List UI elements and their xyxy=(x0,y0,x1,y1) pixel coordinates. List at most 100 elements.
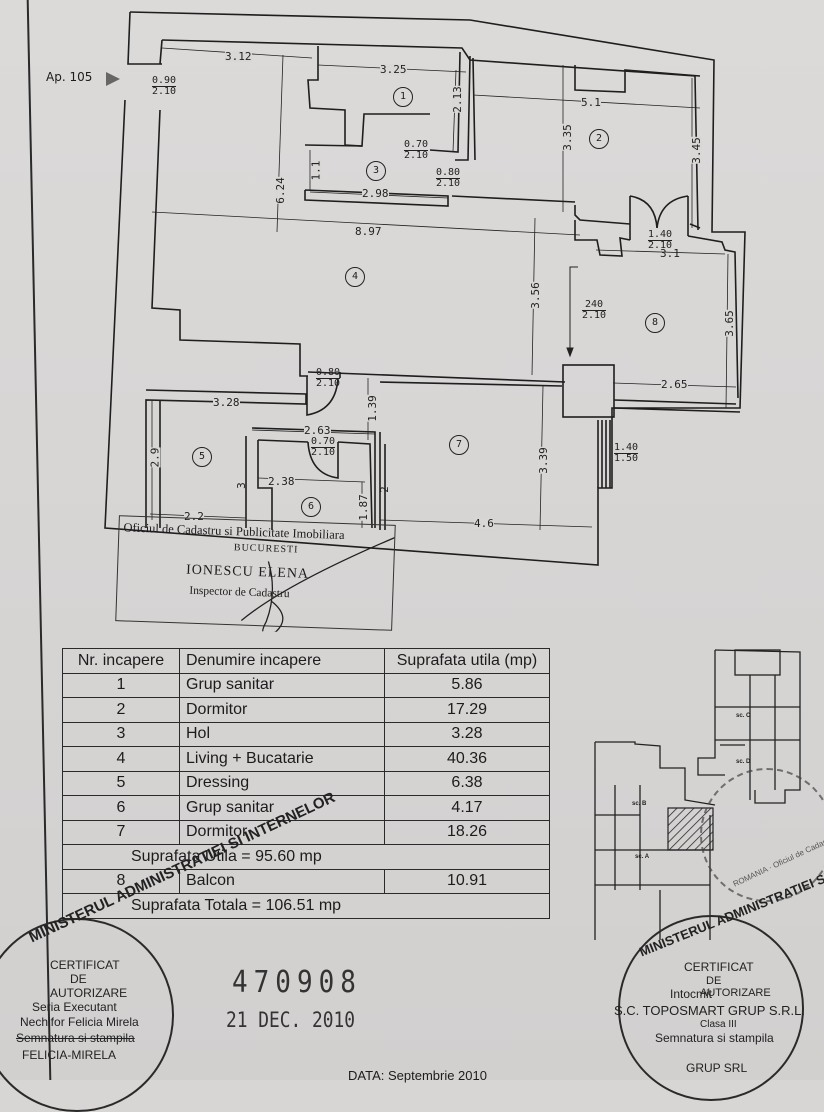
room-area: 4.17 xyxy=(384,795,550,821)
room-name: Grup sanitar xyxy=(179,672,385,698)
dim-label: 3.28 xyxy=(213,396,240,409)
stamp-text: AUTORIZARE xyxy=(700,987,771,999)
dim-label: 2.13 xyxy=(450,86,464,113)
dim-label: 3.56 xyxy=(528,282,542,309)
cadastre-stamp: Oficiul de Cadastru si Publicitate Imobi… xyxy=(115,515,396,636)
room-number-3: 3 xyxy=(366,161,386,181)
table-row: 1 Grup sanitar 5.86 xyxy=(62,672,550,698)
dim-label: 2.65 xyxy=(661,378,688,391)
registration-number: 470908 xyxy=(232,965,362,1001)
room-number-7: 7 xyxy=(449,435,469,455)
cadastre-round-stamp: ROMANIA · Oficiul de Cadastru · BUCUREST… xyxy=(700,768,824,902)
opening-height: 1.50 xyxy=(614,453,639,464)
table-row: 7 Dormitor 18.26 xyxy=(62,819,550,845)
dim-label: 3.12 xyxy=(225,50,252,63)
room-number-8: 8 xyxy=(645,313,665,333)
dim-label: 5.1 xyxy=(581,96,601,109)
room-area: 10.91 xyxy=(384,868,550,894)
signature-icon xyxy=(240,530,395,636)
dim-label: 2.98 xyxy=(362,187,389,200)
dim-label: 2.9 xyxy=(148,447,162,468)
stamp-text: FELICIA-MIRELA xyxy=(22,1048,117,1062)
opening-height: 2.10 xyxy=(311,447,336,458)
dim-label: 1.87 xyxy=(356,494,370,521)
room-nr: 6 xyxy=(62,795,180,821)
dim-label: 2 xyxy=(377,486,391,493)
dim-label: 2.2 xyxy=(184,510,204,523)
table-row: 4 Living + Bucatarie 40.36 xyxy=(62,746,550,772)
table-row: 6 Grup sanitar 4.17 xyxy=(62,795,550,821)
opening-width: 0.80 xyxy=(436,167,461,179)
room-number-6: 6 xyxy=(301,497,321,517)
room-area: 18.26 xyxy=(384,819,550,845)
stamp-text: AUTORIZARE xyxy=(50,986,128,1000)
opening-width: 240 xyxy=(582,300,607,311)
stamp-text: Clasa III xyxy=(700,1019,737,1030)
stamp-text: Semnatura si stampila xyxy=(655,1031,774,1045)
room-name: Hol xyxy=(179,721,385,747)
room-name: Balcon xyxy=(179,868,385,894)
dim-label: 2.38 xyxy=(268,475,295,488)
room-area: 5.86 xyxy=(384,672,550,698)
column-header: Denumire incapere xyxy=(179,648,385,674)
dim-label: 3.25 xyxy=(380,63,407,76)
room-area: 3.28 xyxy=(384,721,550,747)
opening-width: 0.70 xyxy=(404,139,429,151)
document-date: DATA: Septembrie 2010 xyxy=(348,1068,487,1083)
room-number-2: 2 xyxy=(589,129,609,149)
dim-label: 6.24 xyxy=(273,177,287,204)
dim-label: 3.35 xyxy=(560,124,574,151)
table-row: 5 Dressing 6.38 xyxy=(62,770,550,796)
dim-label: 3.39 xyxy=(536,447,550,474)
table-row: 2 Dormitor 17.29 xyxy=(62,697,550,723)
table-header-row: Nr. incapere Denumire incapere Suprafata… xyxy=(62,648,550,674)
opening-height: 2.10 xyxy=(582,310,607,321)
stamp-text: CERTIFICAT xyxy=(684,960,754,974)
opening-height: 2.10 xyxy=(404,150,429,161)
room-name: Living + Bucatarie xyxy=(179,746,385,772)
section-label: sc. C xyxy=(736,713,751,719)
useful-area-total: Suprafata Utila = 95.60 mp xyxy=(62,844,550,870)
entrance-arrow-icon xyxy=(106,72,120,86)
column-header: Nr. incapere xyxy=(62,648,180,674)
floor-plan-drawing xyxy=(104,11,746,566)
section-label: sc. B xyxy=(632,801,647,807)
stamp-text: Intocmit xyxy=(670,987,713,1001)
room-nr: 2 xyxy=(62,697,180,723)
certification-stamp-left: CERTIFICAT DE AUTORIZARE Seria Executant… xyxy=(0,918,174,1112)
dim-label: 3.1 xyxy=(660,247,680,260)
room-number-1: 1 xyxy=(393,87,413,107)
stamp-text: S.C. TOPOSMART GRUP S.R.L. xyxy=(614,1003,805,1018)
opening-width: 0.90 xyxy=(152,75,177,87)
opening-height: 2.10 xyxy=(436,178,461,189)
opening-height: 2.10 xyxy=(316,378,341,389)
room-nr: 4 xyxy=(62,746,180,772)
room-number-5: 5 xyxy=(192,447,212,467)
stamp-text: DE xyxy=(70,972,87,986)
section-label: sc. D xyxy=(736,759,751,765)
dim-label: 3.65 xyxy=(722,310,736,337)
table-row: 3 Hol 3.28 xyxy=(62,721,550,747)
stamp-text: Semnatura si stampila xyxy=(16,1031,135,1045)
opening-height: 2.10 xyxy=(648,240,673,251)
registration-date: 21 DEC. 2010 xyxy=(226,1008,355,1032)
room-nr: 3 xyxy=(62,721,180,747)
section-label: sc. A xyxy=(635,854,650,860)
dim-label: 8.97 xyxy=(355,225,382,238)
room-name: Grup sanitar xyxy=(179,795,385,821)
room-number-4: 4 xyxy=(345,267,365,287)
opening-width: 1.40 xyxy=(648,229,673,241)
room-area: 6.38 xyxy=(384,770,550,796)
stamp-text: ROMANIA · Oficiul de Cadastru · BUCUREST… xyxy=(731,776,824,889)
room-area: 17.29 xyxy=(384,697,550,723)
opening-width: 1.40 xyxy=(614,442,639,454)
total-area: Suprafata Totala = 106.51 mp xyxy=(62,893,550,919)
